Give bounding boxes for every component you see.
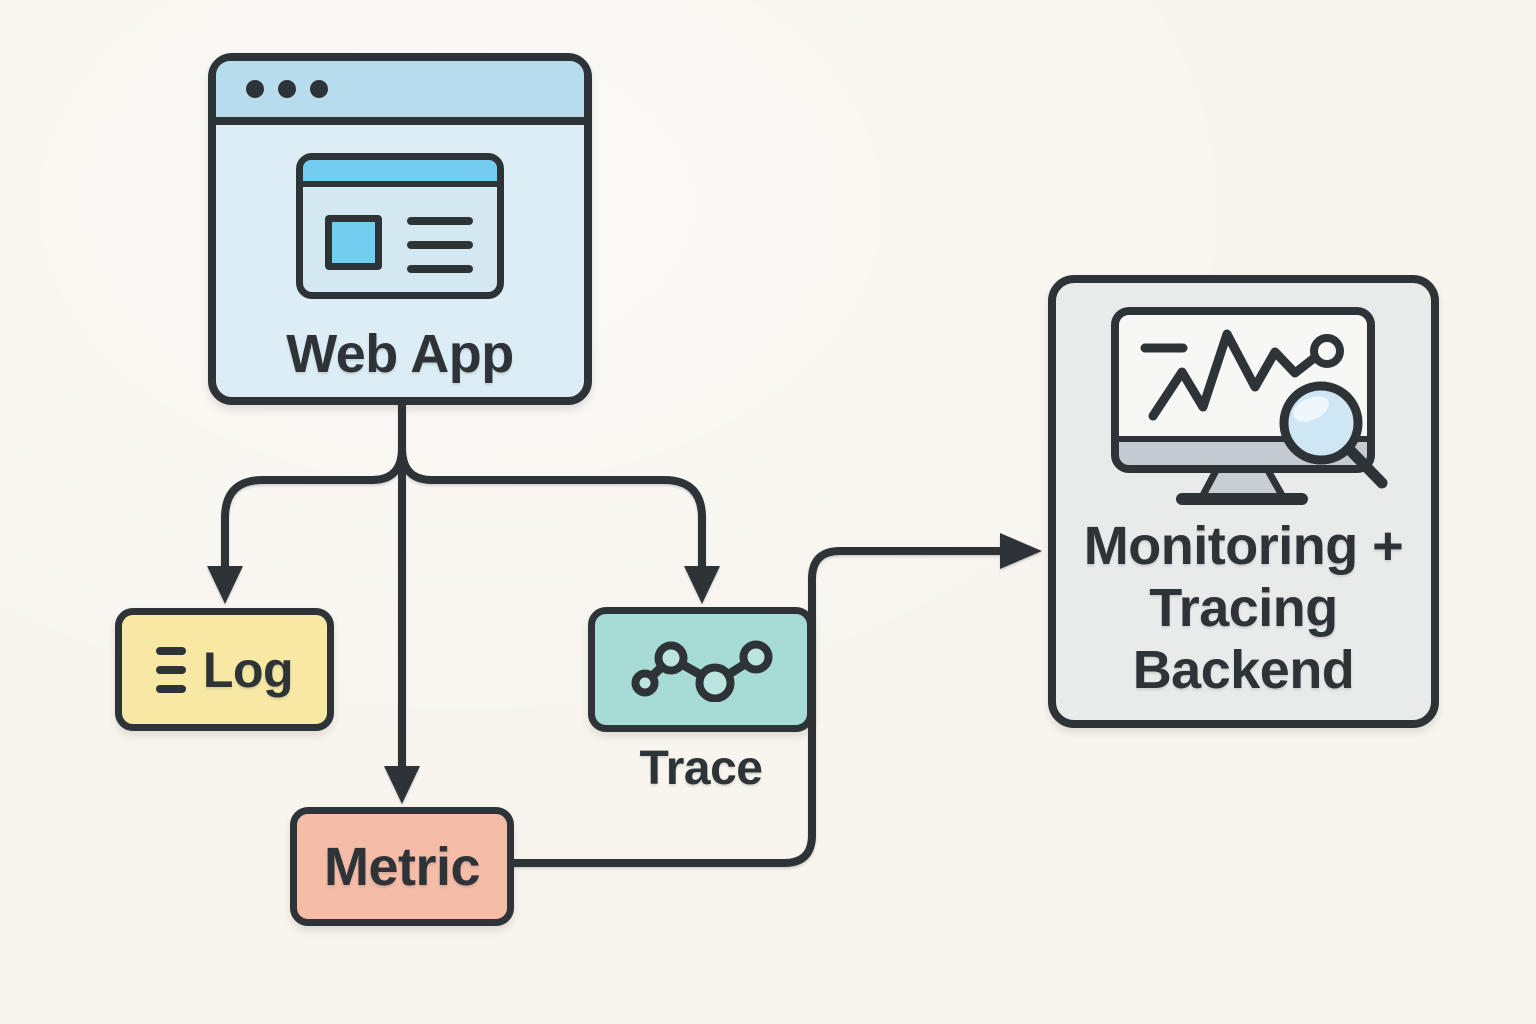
webpage-image-placeholder (325, 215, 382, 270)
log-label: Log (202, 641, 294, 698)
metric-label: Metric (323, 836, 481, 897)
window-dot-icon (278, 80, 296, 98)
web-app-label: Web App (286, 324, 514, 384)
chart-endpoint (1310, 334, 1344, 368)
webpage-text-line (407, 265, 473, 273)
webpage-header-strip (303, 160, 497, 187)
list-line (155, 646, 186, 655)
browser-titlebar (216, 61, 584, 125)
arrowhead-backend (1000, 533, 1042, 569)
log-node: Log (115, 608, 334, 731)
backend-label-line: Backend (1132, 640, 1355, 700)
edge-webapp-to-log (221, 444, 406, 572)
backend-node: Monitoring + Tracing Backend (1048, 275, 1439, 728)
monitor-base (1176, 493, 1308, 505)
backend-label-line: Tracing (1149, 578, 1338, 638)
arrowhead-metric (384, 766, 420, 804)
backend-label: Monitoring + Tracing Backend (1056, 515, 1431, 701)
magnifier-handle (1342, 442, 1388, 489)
list-lines-icon (155, 646, 186, 693)
list-line (155, 684, 186, 693)
trace-node (588, 607, 814, 732)
web-app-node: Web App (208, 53, 592, 405)
webpage-text-line (407, 217, 473, 225)
webpage-icon (296, 153, 504, 299)
webpage-text-line (407, 241, 473, 249)
lens-highlight (1293, 396, 1329, 422)
metric-node: Metric (290, 807, 514, 926)
window-dot-icon (310, 80, 328, 98)
arrowhead-log (207, 566, 243, 604)
chart-line (1148, 329, 1323, 421)
edge-webapp-to-trace (398, 444, 706, 572)
trace-label: Trace (639, 742, 763, 795)
window-dot-icon (246, 80, 264, 98)
list-line (155, 665, 186, 674)
monitor-chart-magnifier-icon (1111, 307, 1388, 505)
arrowhead-trace (684, 566, 720, 604)
backend-label-line: Monitoring + (1083, 516, 1404, 576)
connected-dots-icon (631, 640, 773, 702)
